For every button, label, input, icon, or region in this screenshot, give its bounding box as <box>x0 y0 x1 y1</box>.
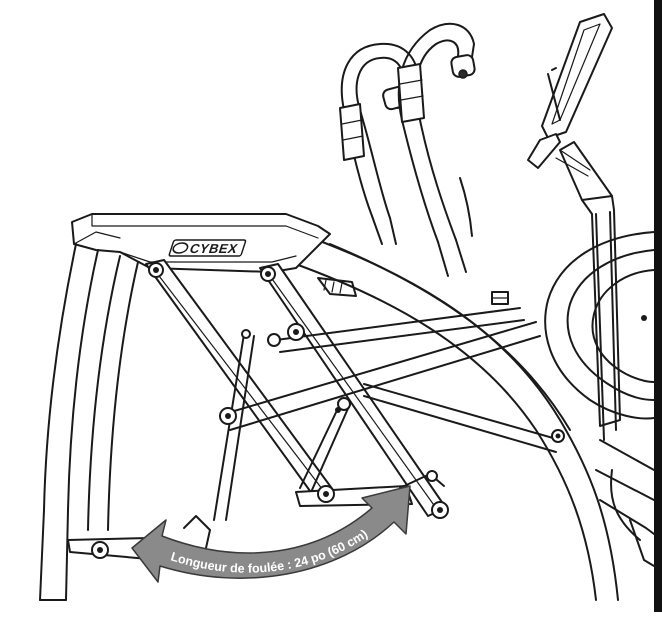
cross-links <box>213 307 561 521</box>
left-pedal-arm <box>145 259 337 503</box>
right-handlebar <box>397 22 476 277</box>
front-leg <box>39 243 139 601</box>
logo-text: CYBEX <box>188 241 240 256</box>
page-edge-bar <box>654 0 662 612</box>
main-frame-arc <box>289 231 619 601</box>
cybex-logo: CYBEX <box>168 239 247 257</box>
right-pedal-arm <box>259 263 447 517</box>
pivot-bolts <box>91 262 565 559</box>
stride-arrow: Longueur de foulée : 24 po (60 cm) <box>131 485 411 583</box>
upright-post <box>559 141 621 441</box>
flywheel-housing <box>544 231 655 567</box>
console-display <box>527 13 613 177</box>
